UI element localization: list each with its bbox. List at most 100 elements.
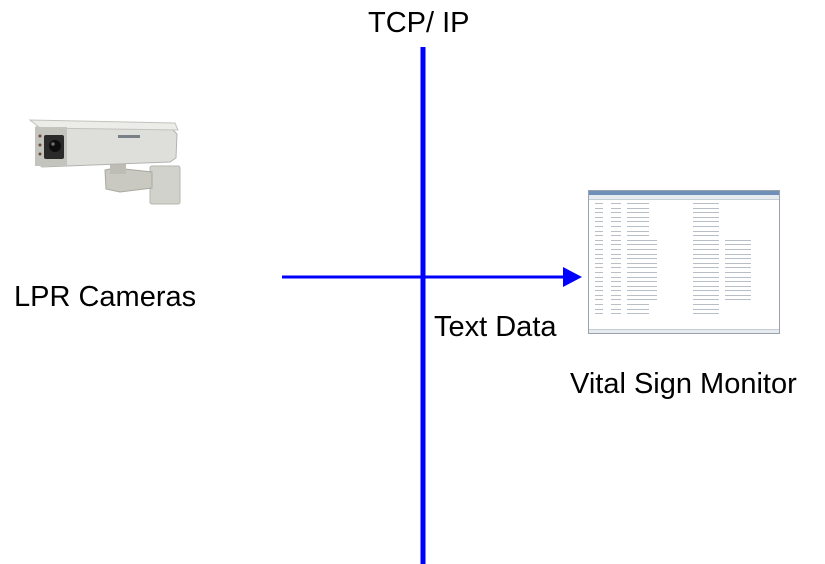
- monitor-log-cell: [595, 262, 603, 264]
- monitor-log-row: [591, 280, 777, 283]
- monitor-log-cell: [627, 230, 649, 232]
- monitor-log-cell: [725, 285, 751, 287]
- monitor-log-row: [591, 298, 777, 301]
- monitor-log-row: [591, 312, 777, 315]
- monitor-log-row: [591, 202, 777, 205]
- monitor-log-cell: [611, 230, 621, 232]
- monitor-log-cell: [595, 203, 603, 204]
- monitor-log-cell: [693, 258, 719, 260]
- monitor-log-cell: [611, 248, 621, 250]
- tcp-ip-label: TCP/ IP: [368, 7, 470, 39]
- monitor-log-cell: [693, 308, 719, 310]
- vital-sign-monitor-label: Vital Sign Monitor: [570, 368, 797, 400]
- monitor-log-cell: [693, 239, 719, 241]
- monitor-log-cell: [725, 239, 751, 241]
- monitor-titlebar: [589, 191, 779, 195]
- monitor-log-cell: [693, 225, 719, 227]
- monitor-log-cell: [611, 276, 621, 278]
- monitor-log-cell: [611, 304, 621, 306]
- text-data-label: Text Data: [434, 311, 557, 343]
- monitor-log-cell: [693, 304, 719, 306]
- monitor-log-cell: [725, 276, 751, 278]
- monitor-log-cell: [693, 248, 719, 250]
- monitor-log-cell: [611, 281, 621, 283]
- monitor-log-cell: [627, 239, 657, 241]
- monitor-log-cell: [627, 281, 657, 283]
- monitor-log-cell: [611, 239, 621, 241]
- monitor-log-cell: [693, 281, 719, 283]
- monitor-log-cell: [627, 253, 657, 255]
- monitor-log-row: [591, 207, 777, 210]
- monitor-log-cell: [627, 225, 649, 227]
- monitor-log-cell: [595, 304, 603, 306]
- monitor-log-row: [591, 225, 777, 228]
- monitor-log-cell: [725, 244, 751, 246]
- monitor-log-cell: [627, 203, 649, 204]
- monitor-log-cell: [725, 253, 751, 255]
- monitor-log-cell: [627, 221, 649, 223]
- lpr-camera-icon: [28, 119, 181, 205]
- monitor-log-cell: [595, 281, 603, 283]
- monitor-log-cell: [627, 299, 657, 301]
- monitor-log-row: [591, 248, 777, 251]
- monitor-log-cell: [627, 244, 657, 246]
- monitor-log-cell: [595, 225, 603, 227]
- monitor-log-row: [591, 262, 777, 265]
- monitor-log-cell: [627, 313, 649, 315]
- monitor-log-row: [591, 234, 777, 237]
- monitor-log-row: [591, 294, 777, 297]
- monitor-log-row: [591, 271, 777, 274]
- monitor-log-cell: [693, 276, 719, 278]
- monitor-log-cell: [725, 271, 751, 273]
- monitor-log-cell: [595, 290, 603, 292]
- monitor-log-cell: [693, 212, 719, 214]
- monitor-log-cell: [595, 294, 603, 296]
- monitor-log-cell: [627, 285, 657, 287]
- monitor-log-cell: [611, 271, 621, 273]
- monitor-log-row: [591, 243, 777, 246]
- monitor-log-cell: [627, 207, 649, 209]
- monitor-log-cell: [611, 262, 621, 264]
- monitor-log-cell: [611, 313, 621, 315]
- monitor-log-cell: [595, 207, 603, 209]
- monitor-log-cell: [595, 216, 603, 218]
- monitor-log-row: [591, 216, 777, 219]
- monitor-log-cell: [611, 244, 621, 246]
- monitor-log-cell: [693, 235, 719, 237]
- monitor-log-cell: [595, 235, 603, 237]
- monitor-log-cell: [595, 253, 603, 255]
- monitor-log-cell: [627, 258, 657, 260]
- monitor-log-cell: [595, 212, 603, 214]
- monitor-log-cell: [693, 299, 719, 301]
- monitor-log-cell: [627, 294, 657, 296]
- monitor-log-row: [591, 253, 777, 256]
- monitor-log-row: [591, 285, 777, 288]
- monitor-log-cell: [627, 235, 649, 237]
- monitor-log-cell: [725, 262, 751, 264]
- monitor-log-cell: [595, 248, 603, 250]
- monitor-log-rows: [589, 200, 779, 315]
- monitor-log-cell: [611, 207, 621, 209]
- monitor-log-cell: [725, 281, 751, 283]
- monitor-log-row: [591, 266, 777, 269]
- monitor-log-cell: [627, 262, 657, 264]
- lpr-cameras-label: LPR Cameras: [14, 281, 197, 313]
- monitor-log-cell: [693, 230, 719, 232]
- monitor-log-cell: [693, 285, 719, 287]
- monitor-log-cell: [595, 313, 603, 315]
- monitor-log-cell: [725, 299, 751, 301]
- monitor-log-row: [591, 289, 777, 292]
- monitor-log-cell: [611, 294, 621, 296]
- monitor-log-cell: [611, 267, 621, 269]
- monitor-log-row: [591, 239, 777, 242]
- monitor-log-cell: [595, 308, 603, 310]
- monitor-log-cell: [725, 248, 751, 250]
- monitor-log-cell: [595, 258, 603, 260]
- monitor-log-row: [591, 276, 777, 279]
- monitor-log-cell: [725, 290, 751, 292]
- monitor-log-cell: [595, 267, 603, 269]
- monitor-log-cell: [725, 267, 751, 269]
- monitor-log-cell: [611, 225, 621, 227]
- monitor-log-cell: [627, 212, 649, 214]
